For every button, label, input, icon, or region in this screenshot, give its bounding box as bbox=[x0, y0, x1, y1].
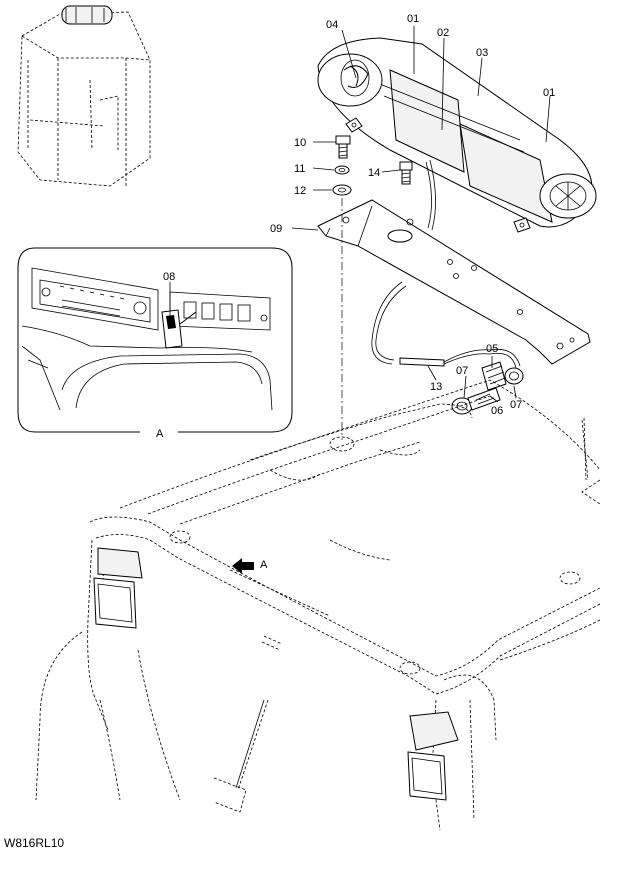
callout-09: 09 bbox=[270, 223, 282, 235]
callout-06: 06 bbox=[491, 405, 503, 417]
callout-03: 03 bbox=[476, 47, 488, 59]
cab-roof bbox=[35, 198, 601, 831]
callout-labels: 04 01 02 03 01 10 11 12 14 09 08 05 07 1… bbox=[156, 13, 555, 440]
callout-12: 12 bbox=[294, 185, 306, 197]
roof-mount-hole bbox=[329, 436, 355, 452]
detail-view-label: A bbox=[156, 428, 164, 440]
leader-lines bbox=[169, 26, 551, 403]
fan-outlet bbox=[340, 59, 370, 97]
figure-code: W816RL10 bbox=[4, 836, 65, 850]
callout-07-left: 07 bbox=[456, 365, 468, 377]
view-arrow-icon bbox=[232, 558, 254, 574]
work-light-right bbox=[407, 751, 447, 801]
callout-10: 10 bbox=[294, 137, 306, 149]
thumbnail-heater-highlight bbox=[61, 5, 113, 25]
work-light-left bbox=[93, 577, 137, 629]
view-arrow-a: A bbox=[232, 558, 268, 574]
wire-harness-13 bbox=[371, 281, 524, 415]
detail-view-a bbox=[17, 247, 293, 433]
callout-02: 02 bbox=[437, 27, 449, 39]
callout-01-right: 01 bbox=[543, 87, 555, 99]
heater-assembly bbox=[317, 37, 597, 233]
locator-thumbnail bbox=[17, 5, 151, 187]
callout-11: 11 bbox=[294, 163, 305, 175]
bolt-10 bbox=[335, 135, 351, 145]
callout-08: 08 bbox=[163, 271, 175, 283]
callout-05: 05 bbox=[486, 343, 498, 355]
spring-washer-11 bbox=[334, 165, 350, 175]
callout-13: 13 bbox=[430, 381, 442, 393]
grommet-07-right bbox=[504, 367, 524, 385]
fasteners bbox=[332, 135, 413, 196]
callout-01-top: 01 bbox=[407, 13, 419, 25]
bolt-14 bbox=[399, 161, 413, 171]
flat-washer-12 bbox=[332, 184, 352, 196]
callout-14: 14 bbox=[368, 167, 380, 179]
pin-housing-06 bbox=[467, 387, 501, 411]
callout-07-right: 07 bbox=[510, 399, 522, 411]
view-arrow-label: A bbox=[260, 559, 268, 571]
callout-04: 04 bbox=[326, 19, 338, 31]
